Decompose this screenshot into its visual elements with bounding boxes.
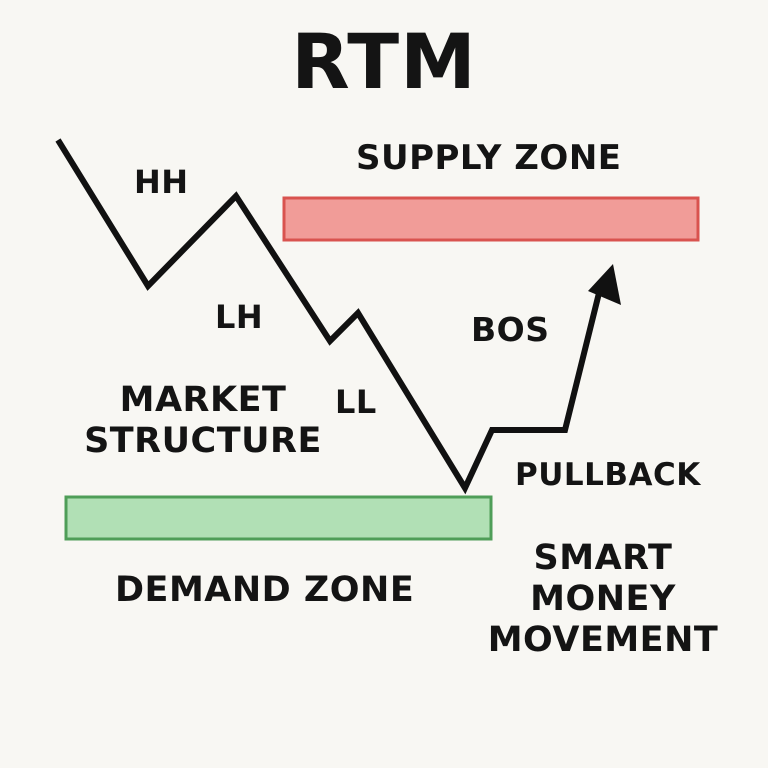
smart-money-movement-label: SMART MONEY MOVEMENT (487, 538, 719, 660)
break-of-structure-label: BOS (471, 310, 550, 349)
diagram-title: RTM (291, 17, 477, 106)
lower-low-label: LL (335, 383, 377, 421)
supply-zone-label: SUPPLY ZONE (356, 138, 622, 178)
demand-zone-box (64, 495, 493, 541)
demand-zone-label: DEMAND ZONE (115, 570, 415, 610)
supply-zone-box (282, 196, 700, 242)
market-structure-label: MARKET STRUCTURE (84, 380, 322, 462)
lower-high-label: LH (215, 298, 264, 336)
higher-high-label: HH (134, 163, 189, 201)
arrow-up-right-icon (588, 264, 621, 305)
price-path-line (55, 138, 602, 495)
pullback-label: PULLBACK (515, 457, 701, 493)
